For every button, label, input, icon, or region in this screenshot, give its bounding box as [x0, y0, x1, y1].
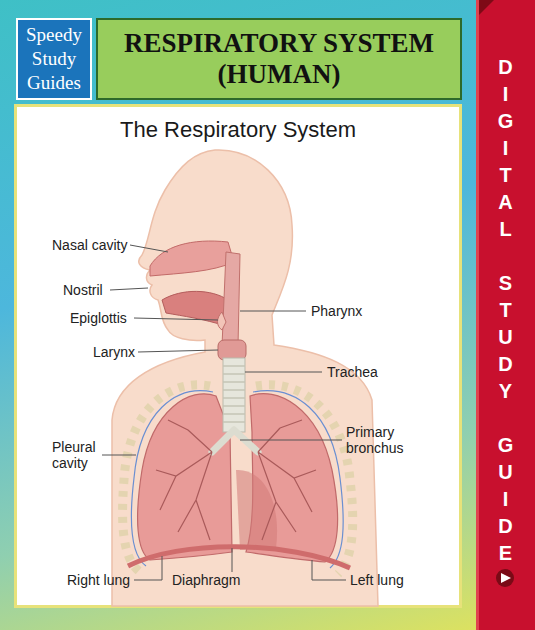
- leader-line: [110, 288, 148, 290]
- pharynx-shape: [222, 252, 240, 346]
- part-label: Larynx: [93, 344, 135, 360]
- title-banner: RESPIRATORY SYSTEM (HUMAN): [96, 18, 462, 100]
- part-label: Nostril: [63, 282, 103, 298]
- leader-lines: [102, 245, 346, 580]
- body-silhouette: [112, 150, 378, 606]
- spine-icon-arrow: [501, 573, 511, 583]
- part-label: Right lung: [67, 572, 130, 588]
- leader-line: [240, 311, 306, 312]
- leader-line: [245, 372, 322, 373]
- spine-band: DIGITAL STUDY GUIDE: [476, 0, 535, 630]
- leader-line: [130, 245, 168, 252]
- bronchial-tree: [156, 420, 316, 540]
- part-label: Left lung: [350, 572, 404, 588]
- trachea-ring: [223, 381, 245, 383]
- leader-line: [232, 548, 233, 572]
- part-label: Nasal cavity: [52, 237, 127, 253]
- publisher-badge: Speedy Study Guides: [16, 18, 92, 100]
- spine-icon: [496, 569, 514, 587]
- trachea-ring: [223, 405, 245, 407]
- title-banner-text: RESPIRATORY SYSTEM (HUMAN): [101, 28, 457, 90]
- nasal-cavity-shape: [150, 241, 234, 276]
- leader-line: [138, 350, 218, 352]
- trachea-shape: [223, 358, 245, 432]
- leader-line: [134, 556, 162, 580]
- epiglottis-shape: [218, 312, 227, 330]
- trachea-ring: [223, 413, 245, 415]
- part-label: Trachea: [327, 364, 378, 380]
- part-label: Diaphragm: [172, 572, 240, 588]
- leader-line: [240, 440, 342, 441]
- part-label: Primary bronchus: [346, 424, 418, 456]
- publisher-badge-text: Speedy Study Guides: [18, 23, 90, 95]
- trachea-ring: [223, 421, 245, 423]
- trachea-ring: [223, 373, 245, 375]
- part-label: Epiglottis: [70, 310, 127, 326]
- trachea-ring: [223, 397, 245, 399]
- trachea-rings: [223, 366, 245, 422]
- diagram-panel-text: The Respiratory System: [17, 117, 459, 143]
- spine-edge: [476, 0, 479, 630]
- part-label: Pleural cavity: [52, 439, 108, 471]
- diaphragm-shape: [128, 547, 350, 568]
- spine-band-text: DIGITAL STUDY GUIDE: [494, 56, 518, 569]
- leader-line: [102, 455, 136, 456]
- part-label: Pharynx: [311, 303, 362, 319]
- heart-shadow: [236, 470, 277, 550]
- trachea-ring: [223, 389, 245, 391]
- leader-line: [312, 560, 346, 580]
- trachea-ring: [223, 365, 245, 367]
- primary-bronchi: [212, 430, 258, 452]
- larynx-shape: [218, 340, 246, 360]
- leader-line: [134, 318, 218, 320]
- right-lung-shape: [138, 394, 232, 560]
